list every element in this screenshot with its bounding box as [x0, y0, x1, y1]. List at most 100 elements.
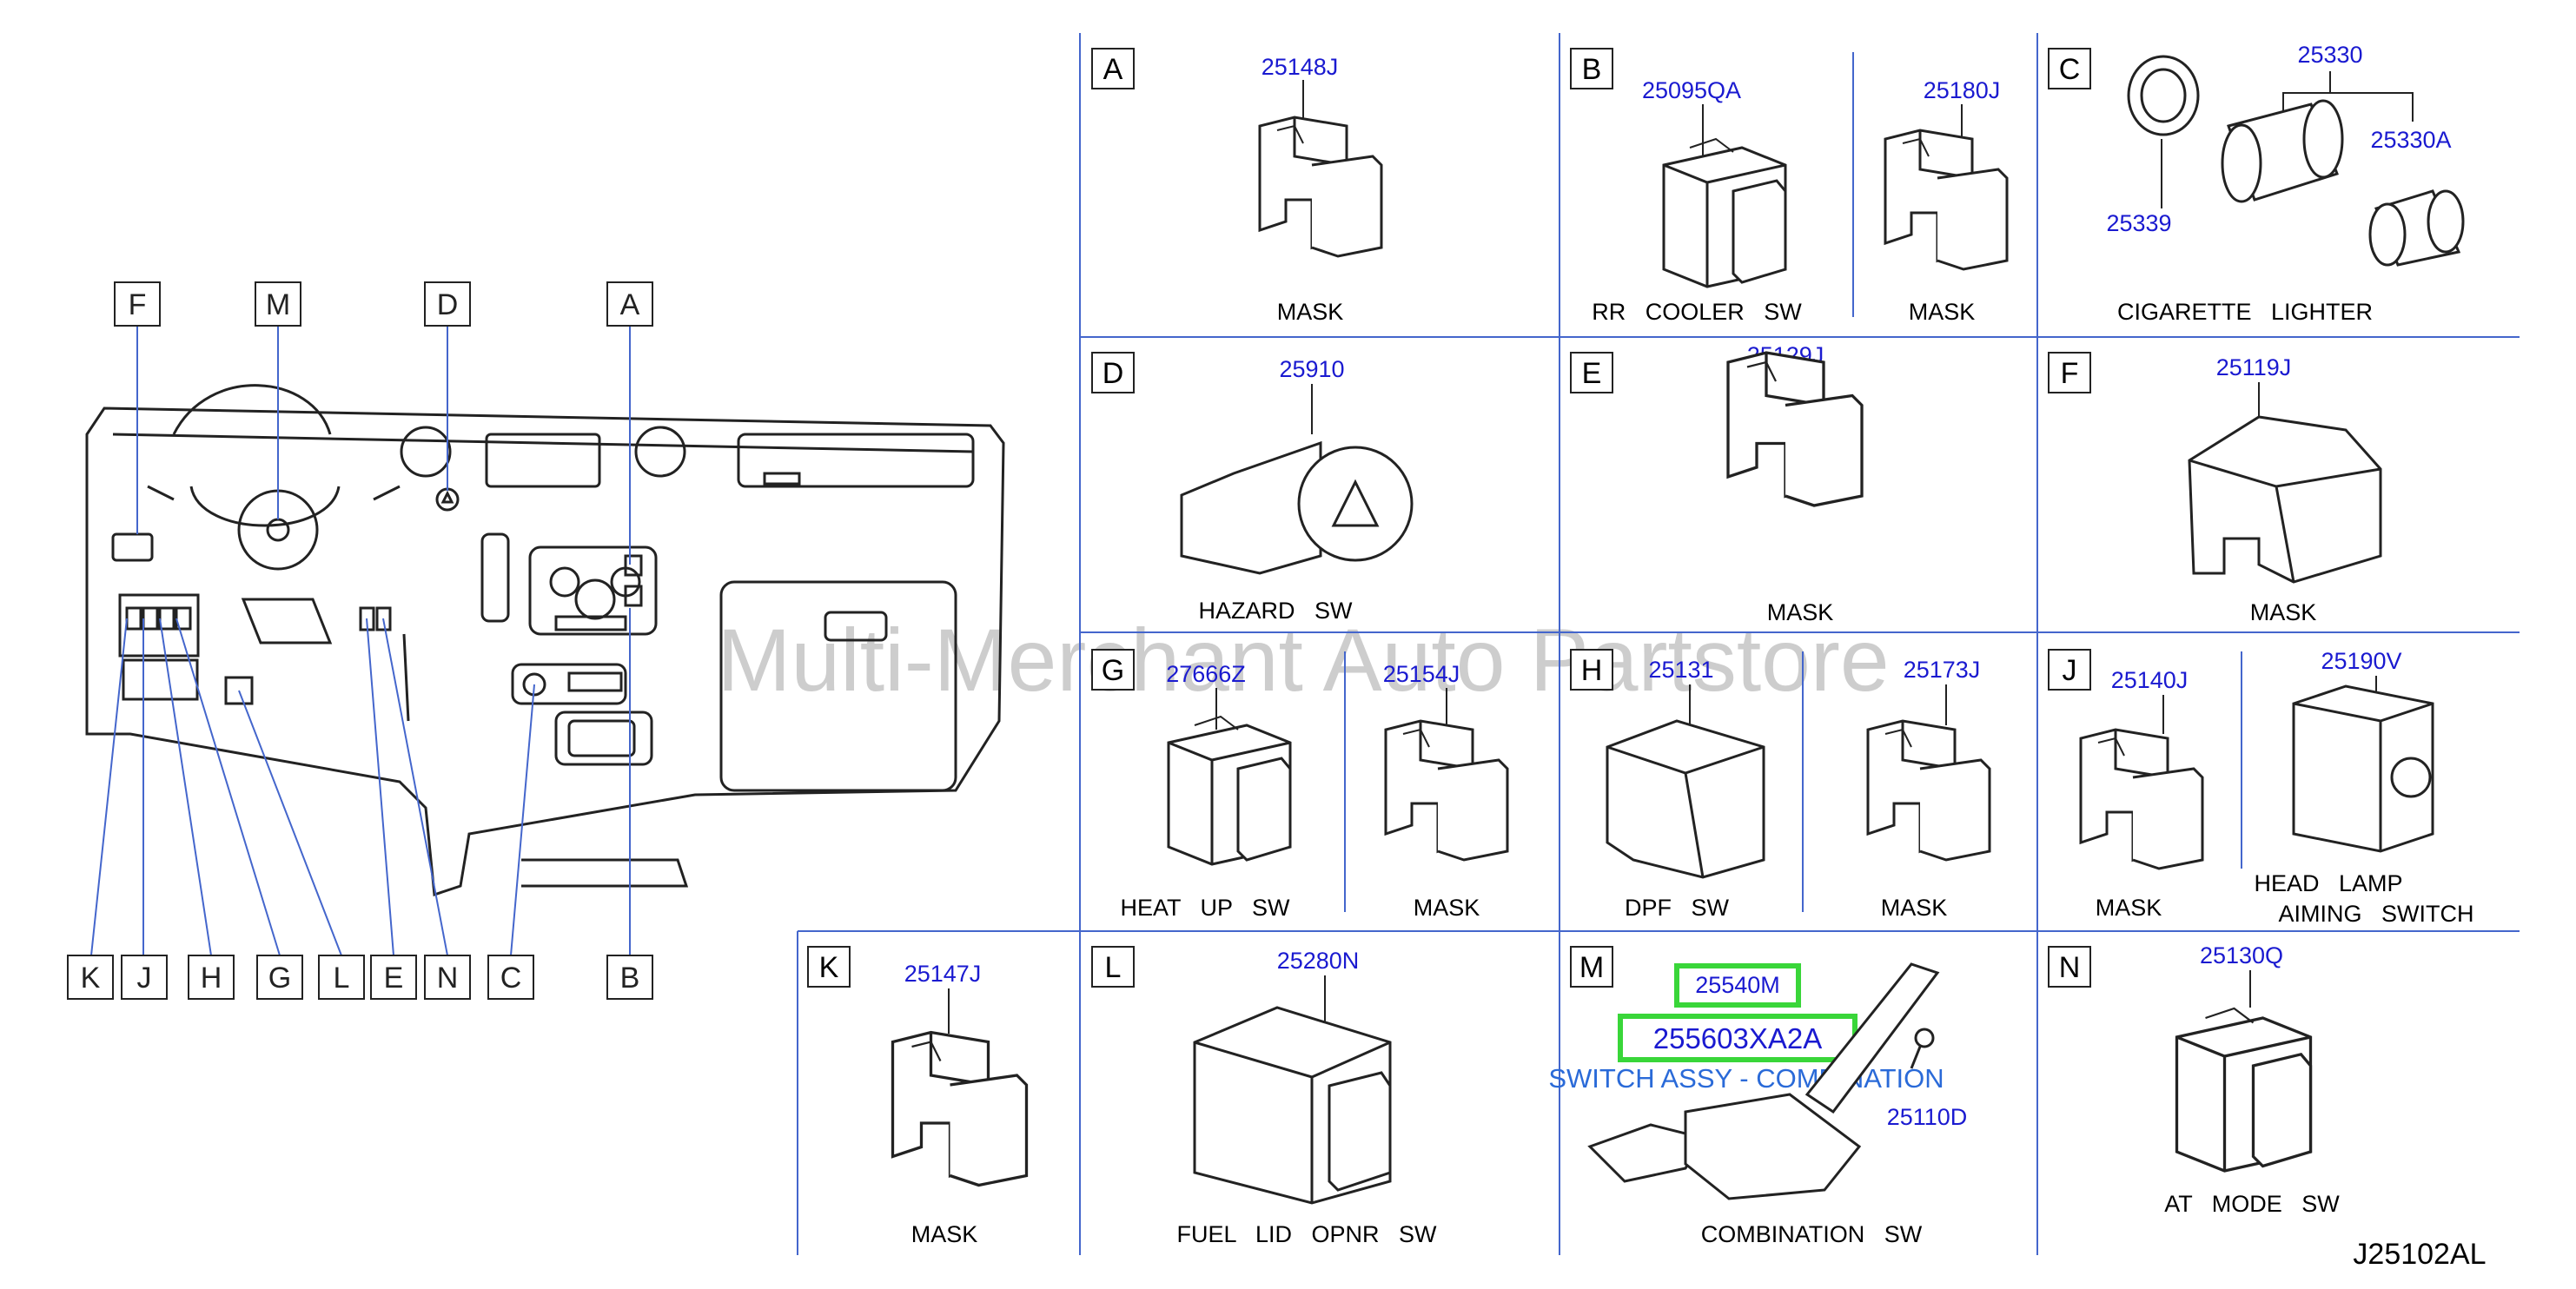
mask-switch-drawing [1884, 129, 2009, 271]
drawing-code: J25102AL [2353, 1238, 2486, 1271]
mask-drawing [2188, 415, 2382, 584]
part-label: MASK [2250, 599, 2317, 625]
part-number[interactable]: 25130Q [2200, 942, 2283, 968]
dashboard-overview [85, 384, 1005, 897]
part-label: HEAT UP SW [1120, 895, 1290, 921]
overview-letter-J: J [137, 962, 152, 995]
part-number[interactable]: 255603XA2A [1653, 1022, 1823, 1054]
part-label: HAZARD SW [1198, 598, 1353, 624]
overview-letter-H: H [201, 962, 222, 995]
overview-letter-D: D [437, 288, 459, 321]
overview-letter-E: E [384, 962, 404, 995]
grid-lines [797, 33, 2520, 1255]
part-label: MASK [2096, 895, 2162, 921]
lighter-socket [522, 672, 546, 697]
part-label: AIMING SWITCH [2279, 901, 2474, 927]
cell-J: J 25140J 25190V MASK HEAD LAMP AIMING SW… [2048, 648, 2474, 927]
part-number[interactable]: 25131 [1648, 657, 1713, 683]
cell-K-letter: K [819, 951, 839, 984]
cell-M: M 25540M 255603XA2A SWITCH ASSY - COMBIN… [1548, 946, 1968, 1247]
rocker-switch-drawing [1662, 137, 1787, 288]
part-number[interactable]: 25173J [1904, 657, 1981, 683]
combination-switch-drawing [1587, 962, 1940, 1200]
hazard-triangle-icon [1331, 479, 1380, 527]
cell-F-letter: F [2061, 357, 2079, 390]
dashboard-outline [85, 407, 1005, 897]
overview-letter-N: N [437, 962, 459, 995]
rocker-switch-drawing [2175, 1007, 2313, 1173]
part-label: MASK [1909, 299, 1976, 325]
fuel-lid-switch-drawing [1193, 1006, 1392, 1205]
highlight-box [1674, 963, 1801, 1008]
part-label: CIGARETTE LIGHTER [2117, 299, 2373, 325]
part-number[interactable]: 25540M [1695, 972, 1780, 998]
cell-D-letter: D [1103, 357, 1124, 390]
part-number[interactable]: 25154J [1383, 661, 1460, 687]
part-label: MASK [911, 1221, 978, 1247]
cell-N-letter: N [2059, 951, 2081, 984]
part-number[interactable]: 25339 [2106, 210, 2171, 236]
leader-lines [90, 326, 631, 956]
cell-G: G 27666Z 25154J HEAT UP SW MASK [1091, 649, 1509, 921]
part-label: FUEL LID OPNR SW [1176, 1221, 1437, 1247]
cell-E-letter: E [1582, 357, 1602, 390]
overview-letter-A: A [620, 288, 640, 321]
cell-L-letter: L [1105, 951, 1122, 984]
mask-switch-drawing [2079, 728, 2204, 870]
cell-H-letter: H [1581, 654, 1603, 687]
cell-N: N 25130Q AT MODE SW [2048, 942, 2340, 1217]
part-number[interactable]: 25280N [1277, 948, 1360, 974]
overview-letter-M: M [266, 288, 290, 321]
part-number[interactable]: 25910 [1279, 356, 1344, 382]
cell-E: E 25129J MASK [1570, 342, 1864, 625]
overview-letter-C: C [500, 962, 522, 995]
part-label: MASK [1414, 895, 1480, 921]
mask-switch-drawing [1866, 719, 1991, 862]
cell-D: D 25910 HAZARD SW [1091, 352, 1414, 624]
part-label: MASK [1767, 599, 1834, 625]
overview-letter-B: B [620, 962, 640, 995]
overview-letter-L: L [334, 962, 350, 995]
cell-J-letter: J [2063, 654, 2077, 687]
dpf-switch-drawing [1606, 719, 1765, 879]
part-number[interactable]: 25110D [1887, 1104, 1968, 1130]
rocker-switch-drawing [1167, 715, 1292, 866]
cell-A-letter: A [1103, 53, 1123, 86]
part-label: MASK [1277, 299, 1344, 325]
part-number[interactable]: 25147J [904, 961, 982, 987]
part-label: HEAD LAMP [2254, 870, 2402, 896]
overview-letter-K: K [81, 962, 101, 995]
part-number[interactable]: 25119J [2216, 354, 2292, 380]
part-description: SWITCH ASSY - COMBINATION [1548, 1063, 1944, 1094]
part-number[interactable]: 25330A [2370, 127, 2451, 153]
cell-C: C 25330 25330A 25339 CIGARETTE LIGHTER [2048, 42, 2465, 325]
part-label: MASK [1881, 895, 1948, 921]
cell-F: F 25119J MASK [2048, 352, 2382, 625]
mask-switch-drawing [1726, 351, 1864, 507]
cell-H: H 25131 25173J DPF SW MASK [1570, 649, 1991, 921]
part-number[interactable]: 25095QA [1642, 77, 1741, 103]
cell-B: B 25095QA 25180J RR COOLER SW MASK [1570, 48, 2009, 325]
lighter-drawing [2127, 55, 2465, 267]
overview-letter-boxes: F M D A K J H G L E N C B [67, 281, 653, 1000]
cell-G-letter: G [1102, 654, 1124, 687]
part-number[interactable]: 27666Z [1166, 661, 1246, 687]
part-number[interactable]: 25140J [2111, 667, 2189, 693]
part-number[interactable]: 25330 [2297, 42, 2362, 68]
cell-L: L 25280N FUEL LID OPNR SW [1091, 946, 1437, 1247]
aiming-switch-drawing [2292, 684, 2434, 853]
part-number[interactable]: 25190V [2321, 648, 2401, 674]
part-label: COMBINATION SW [1701, 1221, 1923, 1247]
cell-B-letter: B [1582, 53, 1602, 86]
cell-A: A 25148J MASK [1091, 48, 1383, 325]
overview-letter-G: G [268, 962, 291, 995]
mask-switch-drawing [1258, 116, 1383, 258]
mask-switch-drawing [891, 1030, 1029, 1187]
part-number[interactable]: 25180J [1924, 77, 2001, 103]
mask-switch-drawing [1384, 719, 1509, 862]
part-label: DPF SW [1625, 895, 1730, 921]
part-label: RR COOLER SW [1592, 299, 1802, 325]
part-number[interactable]: 25148J [1262, 54, 1339, 80]
watermark: Multi-Merchant Auto Partstore [717, 611, 1889, 710]
